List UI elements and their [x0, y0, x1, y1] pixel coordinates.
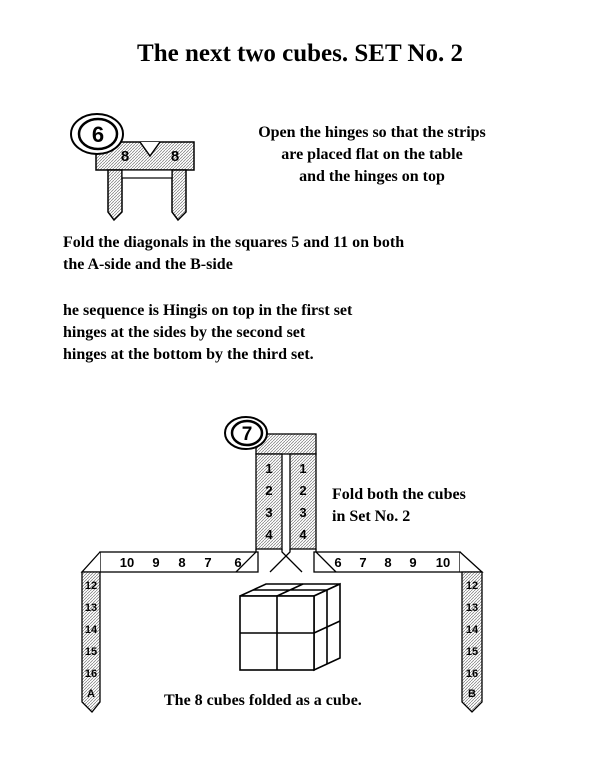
- right-vertical-number: 3: [299, 505, 306, 520]
- left-strip-number: 13: [85, 602, 97, 614]
- left-strip-number: 16: [85, 668, 97, 680]
- right-vertical-number: 1: [299, 461, 306, 476]
- left-strip-number: A: [87, 688, 95, 700]
- left-vertical-number: 4: [265, 527, 273, 542]
- left-horizontal-number: 7: [204, 555, 211, 570]
- right-strip-number: 13: [466, 602, 478, 614]
- tile-label-right: 8: [171, 148, 179, 165]
- step7-caption-line: Fold both the cubes: [332, 486, 466, 503]
- hinge-illustration: 8 8: [95, 141, 195, 222]
- step6-number: 6: [92, 122, 104, 147]
- right-horizontal-number: 7: [359, 555, 366, 570]
- right-vertical-number: 4: [299, 527, 307, 542]
- right-strip-number: B: [468, 688, 476, 700]
- fold-diagonals-text: Fold the diagonals in the squares 5 and …: [63, 232, 404, 276]
- step6-instruction-line: are placed flat on the table: [281, 146, 463, 163]
- sequence-text: he sequence is Hingis on top in the firs…: [63, 300, 352, 366]
- step6-badge: 6: [70, 113, 124, 155]
- step7-caption: Fold both the cubes in Set No. 2: [332, 484, 466, 528]
- step7-strips: [80, 433, 484, 713]
- fold-text-line: Fold the diagonals in the squares 5 and …: [63, 234, 405, 251]
- step6-instruction: Open the hinges so that the strips are p…: [222, 122, 522, 188]
- right-strip-number: 14: [466, 624, 479, 636]
- left-strip-number: 14: [85, 624, 98, 636]
- right-horizontal-number: 6: [334, 555, 341, 570]
- right-strip-number: 12: [466, 580, 478, 592]
- right-horizontal-number: 8: [384, 555, 391, 570]
- right-vertical-number: 2: [299, 483, 306, 498]
- left-vertical-number: 1: [265, 461, 272, 476]
- sequence-text-line: hinges at the bottom by the third set.: [63, 346, 314, 363]
- right-horizontal-number: 10: [436, 555, 450, 570]
- step7-caption-line: in Set No. 2: [332, 508, 411, 525]
- page-title: The next two cubes. SET No. 2: [137, 40, 463, 67]
- tile-label-left: 8: [121, 148, 129, 165]
- folded-cube: [239, 582, 341, 672]
- fold-text-line: the A-side and the B-side: [63, 256, 233, 273]
- sequence-text-line: hinges at the sides by the second set: [63, 324, 306, 341]
- step7-number: 7: [242, 424, 253, 445]
- left-vertical-number: 2: [265, 483, 272, 498]
- right-strip-number: 15: [466, 646, 478, 658]
- left-strip-number: 12: [85, 580, 97, 592]
- sequence-text-line: he sequence is Hingis on top in the firs…: [63, 302, 353, 319]
- step6-instruction-line: and the hinges on top: [299, 168, 445, 185]
- left-strip-number: 15: [85, 646, 97, 658]
- left-horizontal-number: 6: [234, 555, 241, 570]
- left-horizontal-number: 9: [152, 555, 159, 570]
- left-horizontal-number: 8: [178, 555, 185, 570]
- cube-caption: The 8 cubes folded as a cube.: [164, 692, 362, 709]
- step7-badge: 7: [224, 416, 268, 450]
- left-vertical-number: 3: [265, 505, 272, 520]
- step7-numbers: 1 2 3 4 1 2 3 4 10 9 8 7 6 6 7 8 9 10 12…: [85, 461, 479, 700]
- step6-instruction-line: Open the hinges so that the strips: [258, 124, 486, 141]
- left-horizontal-number: 10: [120, 555, 134, 570]
- right-strip-number: 16: [466, 668, 478, 680]
- right-horizontal-number: 9: [409, 555, 416, 570]
